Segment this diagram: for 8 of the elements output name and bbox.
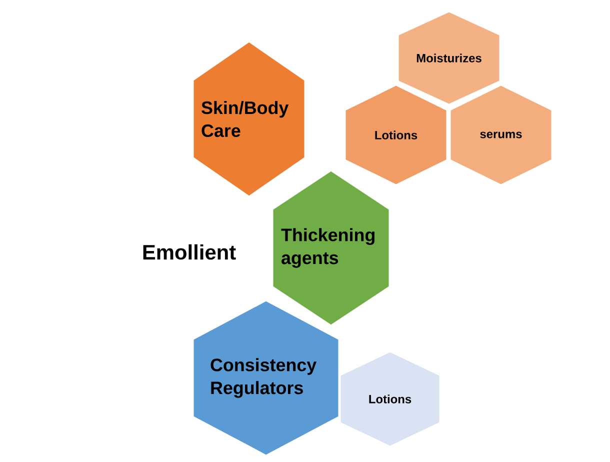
hexagon: Lotions <box>344 84 448 186</box>
side-label: Emollient <box>143 244 236 260</box>
hexagon: Thickening agents <box>272 170 390 326</box>
hexagon: Consistency Regulators <box>192 300 340 456</box>
hexagon: Lotions <box>339 350 441 448</box>
hexagon: Skin/Body Care <box>192 40 306 198</box>
hexagon: Moisturizes <box>397 10 501 106</box>
hexagon: serums <box>449 84 553 186</box>
